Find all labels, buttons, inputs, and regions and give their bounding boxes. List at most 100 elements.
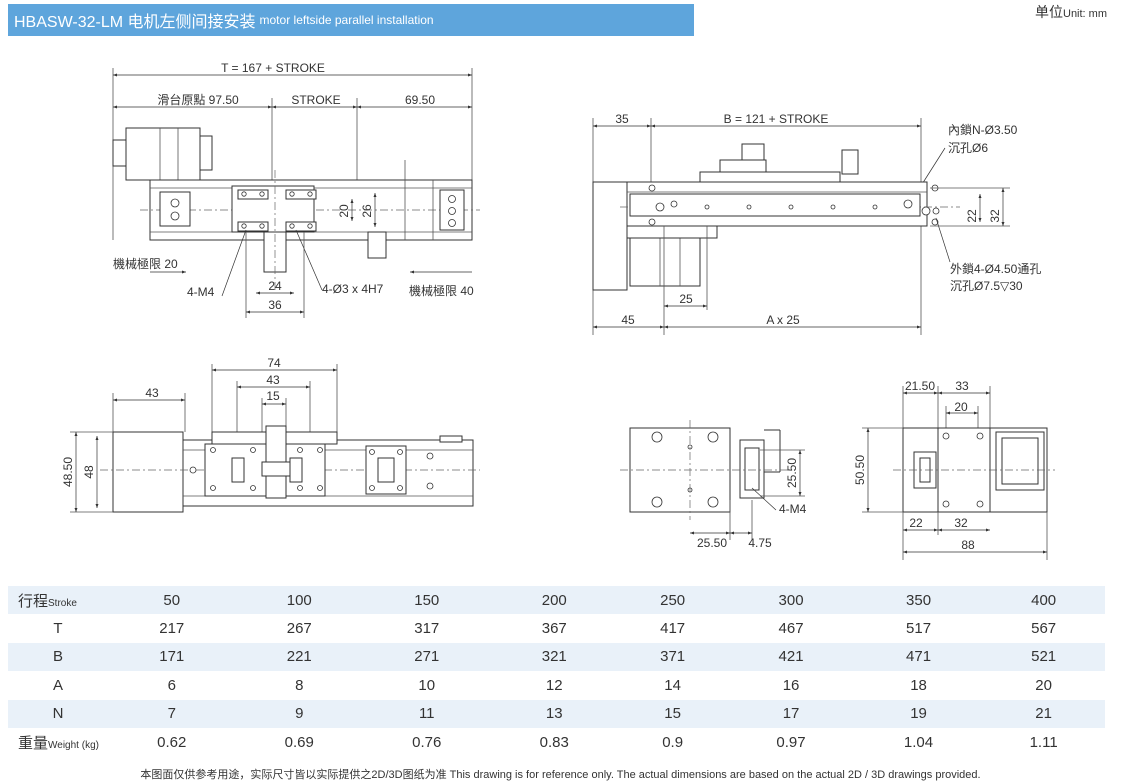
spec-cell: 150 (363, 586, 491, 615)
spec-cell: 13 (490, 699, 618, 728)
unit-label-en: Unit: mm (1063, 8, 1107, 20)
dim-b: B = 121 + STROKE (724, 112, 829, 126)
spec-cell: 567 (1031, 620, 1057, 638)
spec-cell: 20 (1035, 676, 1052, 694)
dim-a: A x 25 (766, 313, 800, 327)
dim-mech-limit-left: 機械極限 20 (113, 256, 178, 271)
dim-22-right: 22 (909, 516, 923, 530)
spec-row-t: T 217 267 317 367 417 467 517 567 (8, 614, 1105, 642)
spec-row-n: N 7 9 11 13 15 17 19 21 (8, 699, 1105, 728)
spec-label: 行程Stroke (8, 586, 108, 615)
spec-cell: 0.76 (412, 733, 442, 751)
label-inner-lock-1: 內鎖N-Ø3.50 (948, 122, 1018, 137)
spec-cell: 19 (854, 699, 983, 728)
spec-cell: 400 (982, 586, 1105, 615)
dim-2550-horizontal: 25.50 (697, 536, 727, 550)
front-view: 74 43 15 43 (61, 356, 480, 513)
label-4-m4-end: 4-M4 (779, 502, 807, 516)
side-view: 35 B = 121 + STROKE 內鎖N-Ø3.50 沉孔Ø6 (592, 112, 1041, 335)
dim-t: T = 167 + STROKE (221, 61, 325, 75)
spec-cell: 371 (618, 642, 728, 672)
label-outer-lock-2: 沉孔Ø7.5▽30 (950, 279, 1023, 293)
spec-cell: 300 (727, 586, 855, 615)
spec-cell: 15 (618, 699, 728, 728)
dim-43-left: 43 (145, 386, 159, 400)
spec-cell: 16 (782, 676, 800, 694)
dim-33: 33 (955, 379, 969, 393)
dim-475: 4.75 (748, 536, 772, 550)
spec-cell: 8 (295, 676, 304, 694)
spec-cell: 9 (235, 699, 363, 728)
spec-cell: 267 (286, 620, 312, 638)
spec-label: T (53, 620, 63, 638)
spec-cell: 0.69 (284, 733, 314, 751)
spec-cell: 100 (235, 586, 363, 615)
page-subtitle: motor leftside parallel installation (259, 13, 434, 27)
spec-cell: 521 (982, 642, 1105, 672)
dim-2550-vertical: 25.50 (785, 458, 799, 488)
spec-cell: 250 (618, 586, 728, 615)
spec-label: N (8, 699, 108, 728)
dim-2150: 21.50 (905, 379, 935, 393)
dim-32-side: 32 (988, 209, 1002, 223)
spec-cell: 417 (660, 620, 686, 638)
spec-cell: 0.97 (776, 733, 806, 751)
footnote: 本图面仅供参考用途，实际尺寸皆以实际提供之2D/3D图纸为准 This draw… (140, 769, 981, 781)
page-title: HBASW-32-LM 电机左侧间接安装 (14, 14, 256, 31)
dim-22-side: 22 (965, 209, 979, 223)
dim-48: 48 (82, 465, 96, 479)
dim-26-top: 26 (360, 204, 374, 218)
spec-cell: 367 (541, 620, 567, 638)
spec-row-a: A 6 8 10 12 14 16 18 20 (8, 671, 1105, 699)
spec-cell: 517 (906, 620, 932, 638)
spec-cell: 11 (363, 699, 491, 728)
spec-cell: 14 (664, 676, 681, 694)
spec-cell: 21 (982, 699, 1105, 728)
spec-row-b: B 171 221 271 321 371 421 471 521 (8, 642, 1105, 672)
dim-24: 24 (268, 279, 282, 293)
spec-cell: 321 (490, 642, 618, 672)
dim-mech-limit-right: 機械極限 40 (409, 283, 474, 298)
dim-88: 88 (961, 538, 975, 552)
dim-stroke: STROKE (291, 93, 340, 107)
spec-cell: 350 (854, 586, 983, 615)
title-bar: HBASW-32-LM 电机左侧间接安装 motor leftside para… (8, 4, 694, 36)
dim-32-right: 32 (954, 516, 968, 530)
dim-15: 15 (266, 389, 280, 403)
spec-cell: 171 (108, 642, 236, 672)
spec-cell: 12 (545, 676, 563, 694)
dim-20-right: 20 (954, 400, 968, 414)
spec-cell: 1.04 (903, 733, 934, 751)
right-view: 21.50 33 20 50.50 22 32 88 (853, 379, 1055, 560)
dim-20-top: 20 (337, 204, 351, 218)
dim-25-side: 25 (679, 292, 693, 306)
dim-36: 36 (268, 298, 282, 312)
end-view: 25.50 4-M4 25.50 4.75 (620, 420, 807, 550)
spec-cell: 0.9 (662, 733, 684, 751)
spec-table: 行程Stroke 50 100 150 200 250 300 350 400 … (8, 586, 1105, 756)
spec-cell: 221 (235, 642, 363, 672)
dim-right: 69.50 (405, 93, 435, 107)
dim-74: 74 (267, 356, 281, 370)
spec-cell: 1.11 (1029, 733, 1058, 751)
spec-cell: 217 (159, 620, 185, 638)
spec-cell: 0.83 (539, 733, 569, 751)
unit-label-cn: 单位 (1035, 4, 1063, 20)
spec-cell: 7 (108, 699, 236, 728)
spec-cell: 200 (490, 586, 618, 615)
dim-35: 35 (615, 112, 629, 126)
spec-label: B (8, 642, 108, 672)
spec-label: 重量Weight (kg) (18, 734, 99, 752)
spec-cell: 421 (727, 642, 855, 672)
top-view: T = 167 + STROKE 滑台原點 97.50 STROKE 69.50 (112, 61, 480, 318)
dim-origin: 滑台原點 97.50 (157, 92, 239, 107)
label-outer-lock-1: 外鎖4-Ø4.50通孔 (950, 261, 1041, 276)
dim-43-upper: 43 (266, 373, 280, 387)
dim-4850: 48.50 (61, 457, 75, 487)
spec-cell: 271 (363, 642, 491, 672)
spec-cell: 317 (414, 620, 440, 638)
spec-cell: 50 (108, 586, 236, 615)
spec-cell: 17 (727, 699, 855, 728)
spec-cell: 467 (778, 620, 804, 638)
label-inner-lock-2: 沉孔Ø6 (948, 141, 988, 155)
